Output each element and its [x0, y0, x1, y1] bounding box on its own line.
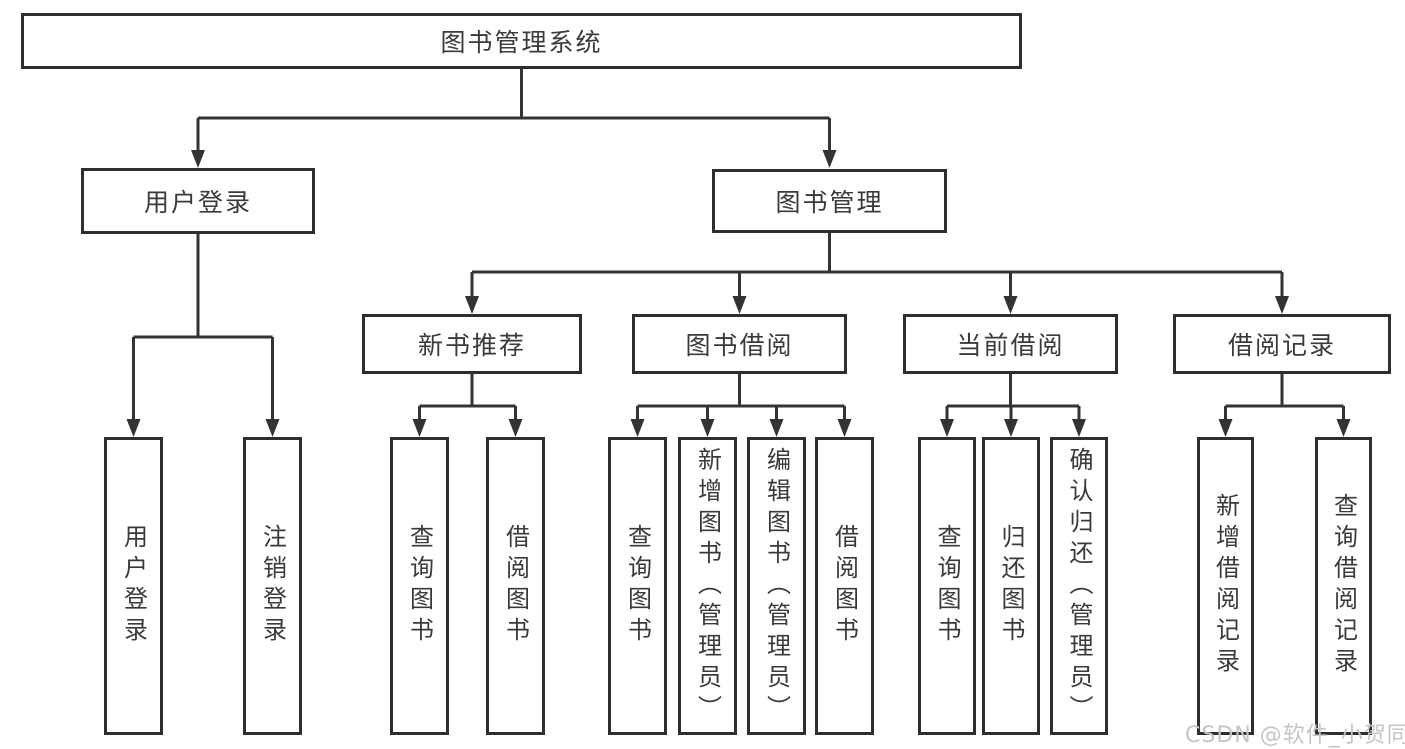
- node-book-borrowing: 图书借阅: [632, 314, 847, 374]
- leaf-return-books: 归还图书: [982, 437, 1040, 735]
- leaf-borrow-books: 借阅图书: [815, 437, 874, 735]
- leaf-query-books-borrowing: 查询图书: [608, 437, 667, 735]
- node-book-management: 图书管理: [712, 169, 947, 233]
- node-user-login: 用户登录: [81, 168, 315, 234]
- node-new-book-recommend: 新书推荐: [362, 314, 582, 374]
- leaf-confirm-return-admin: 确认归还（管理员）: [1050, 437, 1108, 735]
- leaf-edit-books-admin: 编辑图书（管理员）: [747, 437, 806, 735]
- leaf-user-login: 用户登录: [104, 437, 163, 735]
- leaf-add-books-admin: 新增图书（管理员）: [678, 437, 737, 735]
- leaf-logout: 注销登录: [243, 437, 302, 735]
- node-library-management-system: 图书管理系统: [21, 13, 1022, 69]
- node-current-borrowing: 当前借阅: [903, 314, 1118, 374]
- leaf-add-borrow-record: 新增借阅记录: [1197, 437, 1254, 735]
- csdn-watermark: CSDN @软件_小贺同学: [1185, 723, 1405, 748]
- arrowhead-icons: [126, 150, 1351, 437]
- leaf-query-books-recommend: 查询图书: [390, 437, 449, 735]
- leaf-borrow-books-recommend: 借阅图书: [486, 437, 545, 735]
- node-borrowing-records: 借阅记录: [1173, 314, 1391, 374]
- leaf-query-books-current: 查询图书: [918, 437, 976, 735]
- leaf-query-borrow-record: 查询借阅记录: [1315, 437, 1372, 735]
